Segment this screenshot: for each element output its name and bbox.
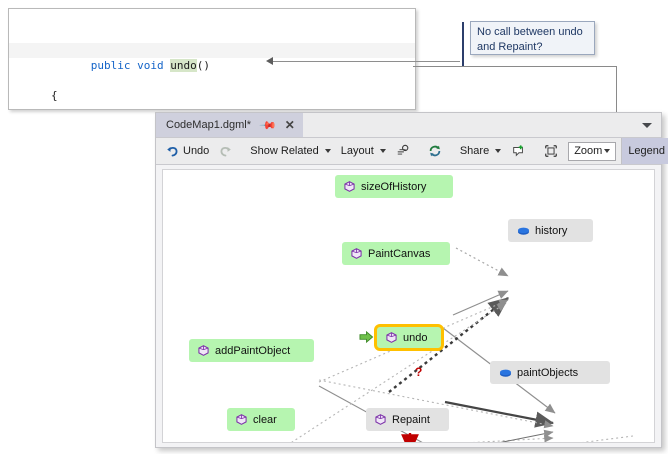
graph-node-label: clear	[253, 413, 277, 426]
code-map-window: CodeMap1.dgml* 📌 ✕ Undo Show Related	[155, 112, 668, 448]
redo-arrow-icon	[220, 146, 232, 156]
tab-strip: CodeMap1.dgml* 📌 ✕	[156, 113, 661, 138]
graph-edges	[291, 247, 634, 442]
redo-button[interactable]	[214, 141, 237, 161]
graph-node-sizeOfHistory[interactable]: sizeOfHistory	[335, 175, 453, 198]
graph-node-undo[interactable]: undo	[374, 324, 444, 351]
method-icon	[375, 414, 386, 425]
undo-label: Undo	[183, 145, 210, 157]
code-selected-token: undo	[170, 59, 197, 72]
zoom-control[interactable]: Zoom	[563, 141, 621, 161]
graph-node-label: addPaintObject	[215, 344, 291, 357]
callout-leader-arrowhead	[266, 57, 273, 65]
graph-node-label: Repaint	[392, 413, 430, 426]
callout-line-2: and Repaint?	[477, 41, 543, 53]
code-editor-text[interactable]: public void undo() { paintObjects = hist…	[9, 13, 415, 109]
callout-stem	[462, 22, 464, 67]
close-icon[interactable]: ✕	[284, 118, 295, 132]
callout-leader-top	[413, 66, 617, 67]
code-keyword-public: public	[90, 59, 131, 72]
graph-node-label: PaintCanvas	[368, 247, 431, 260]
undo-button[interactable]: Undo	[161, 141, 214, 161]
code-keyword-void: void	[137, 59, 164, 72]
method-icon	[198, 345, 209, 356]
graph-node-addPaintObject[interactable]: addPaintObject	[189, 339, 314, 362]
callout-line-1: No call between undo	[477, 26, 583, 38]
undo-arrow-icon	[167, 146, 178, 156]
show-related-label: Show Related	[250, 145, 319, 157]
tab-codemap1[interactable]: CodeMap1.dgml* 📌 ✕	[156, 113, 303, 137]
refresh-button[interactable]	[423, 141, 447, 161]
graph-node-Repaint[interactable]: Repaint	[366, 408, 449, 431]
code-editor-pane[interactable]: public void undo() { paintObjects = hist…	[8, 8, 416, 110]
graph-node-label: paintObjects	[517, 366, 579, 379]
method-icon	[351, 248, 362, 259]
zoom-label: Zoom	[574, 145, 603, 157]
add-comment-icon	[513, 145, 524, 157]
field-icon	[517, 226, 530, 235]
chevron-down-icon	[379, 149, 386, 153]
graph-node-PaintCanvas[interactable]: PaintCanvas	[342, 242, 450, 265]
graph-node-label: sizeOfHistory	[361, 180, 427, 193]
code-map-canvas[interactable]: sizeOfHistory history PaintCanvas	[162, 169, 655, 443]
method-icon	[386, 332, 397, 343]
fit-to-screen-icon	[545, 145, 558, 157]
layout-label: Layout	[340, 145, 374, 157]
green-arrow-icon	[359, 330, 374, 344]
legend-button[interactable]: Legend	[621, 138, 668, 164]
missing-call-question-mark: ?	[415, 365, 423, 379]
graph-node-clear[interactable]: clear	[227, 408, 295, 431]
method-icon	[344, 181, 355, 192]
map-toolbar: Undo Show Related Layout	[156, 138, 668, 165]
graph-node-label: undo	[403, 331, 428, 344]
annotation-callout: No call between undo and Repaint?	[470, 21, 595, 55]
code-line: public void undo()	[9, 43, 415, 72]
add-comment-button[interactable]	[506, 141, 531, 161]
fit-to-screen-button[interactable]	[539, 141, 563, 161]
zoom-box[interactable]: Zoom	[568, 141, 617, 161]
code-line: {	[51, 89, 58, 102]
callout-leader-line-code	[270, 61, 460, 62]
share-button[interactable]: Share	[455, 141, 506, 161]
filter-button[interactable]	[391, 141, 415, 161]
graph-node-label: history	[535, 224, 568, 237]
share-label: Share	[459, 145, 490, 157]
filter-icon	[397, 144, 409, 155]
method-icon	[236, 414, 247, 425]
chevron-down-icon	[642, 122, 652, 128]
tab-overflow-button[interactable]	[637, 113, 657, 137]
legend-label: Legend	[628, 145, 666, 157]
chevron-down-icon	[324, 149, 331, 153]
pin-icon[interactable]: 📌	[258, 116, 277, 135]
graph-node-paintObjects[interactable]: paintObjects	[490, 361, 610, 384]
chevron-down-icon	[495, 149, 502, 153]
refresh-icon	[429, 145, 441, 157]
field-icon	[499, 368, 512, 377]
graph-node-history[interactable]: history	[508, 219, 593, 242]
layout-button[interactable]: Layout	[336, 141, 391, 161]
show-related-button[interactable]: Show Related	[245, 141, 336, 161]
chevron-down-icon	[604, 149, 611, 153]
tab-title: CodeMap1.dgml*	[166, 119, 251, 131]
